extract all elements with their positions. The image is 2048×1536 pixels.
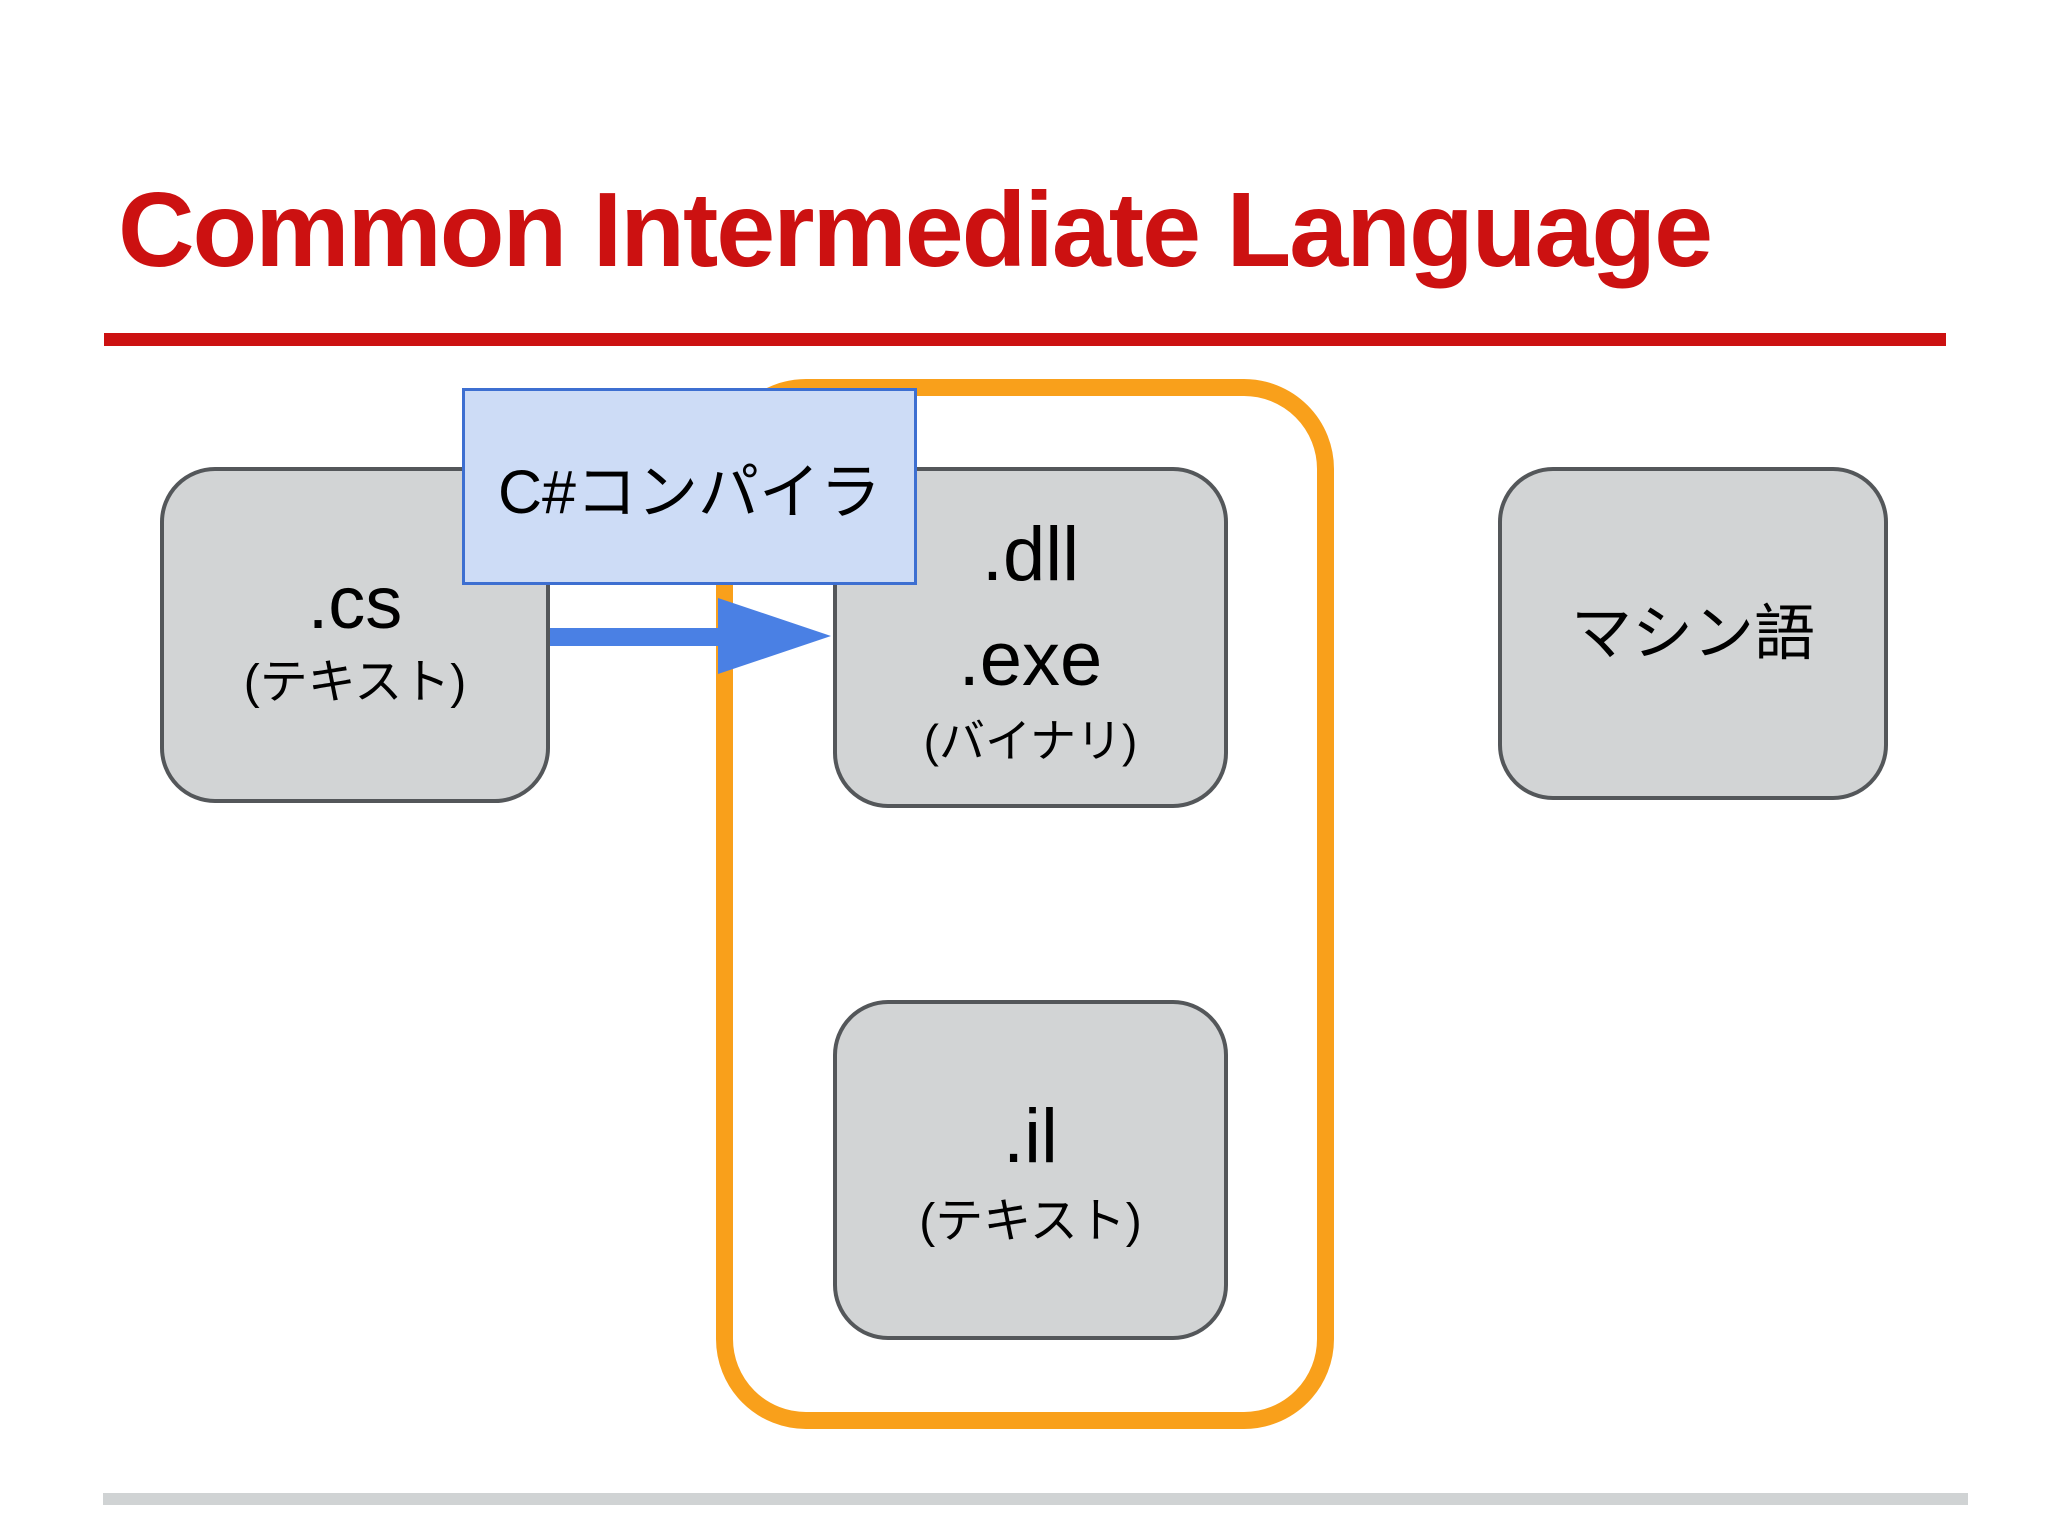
node-dll-exe-output: .dll .exe (バイナリ) <box>833 467 1228 808</box>
compiler-label: C#コンパイラ <box>498 458 881 526</box>
cs-note: (テキスト) <box>243 655 467 709</box>
title-underline <box>104 333 1946 346</box>
output-note: (バイナリ) <box>923 715 1138 768</box>
node-il: .il (テキスト) <box>833 1000 1228 1340</box>
compile-arrow-shaft <box>550 628 728 646</box>
output-label-exe: .exe <box>958 616 1103 702</box>
node-machine-language: マシン語 <box>1498 467 1888 800</box>
slide-title: Common Intermediate Language <box>118 171 1713 289</box>
cs-label: .cs <box>307 560 403 644</box>
output-label-dll: .dll <box>981 511 1080 597</box>
il-note: (テキスト) <box>919 1195 1142 1249</box>
machine-label: マシン語 <box>1570 598 1815 667</box>
csharp-compiler-box: C#コンパイラ <box>462 388 917 585</box>
il-label: .il <box>1003 1094 1058 1180</box>
compile-arrow-head-icon <box>718 598 831 674</box>
footer-divider-bar <box>103 1493 1968 1505</box>
